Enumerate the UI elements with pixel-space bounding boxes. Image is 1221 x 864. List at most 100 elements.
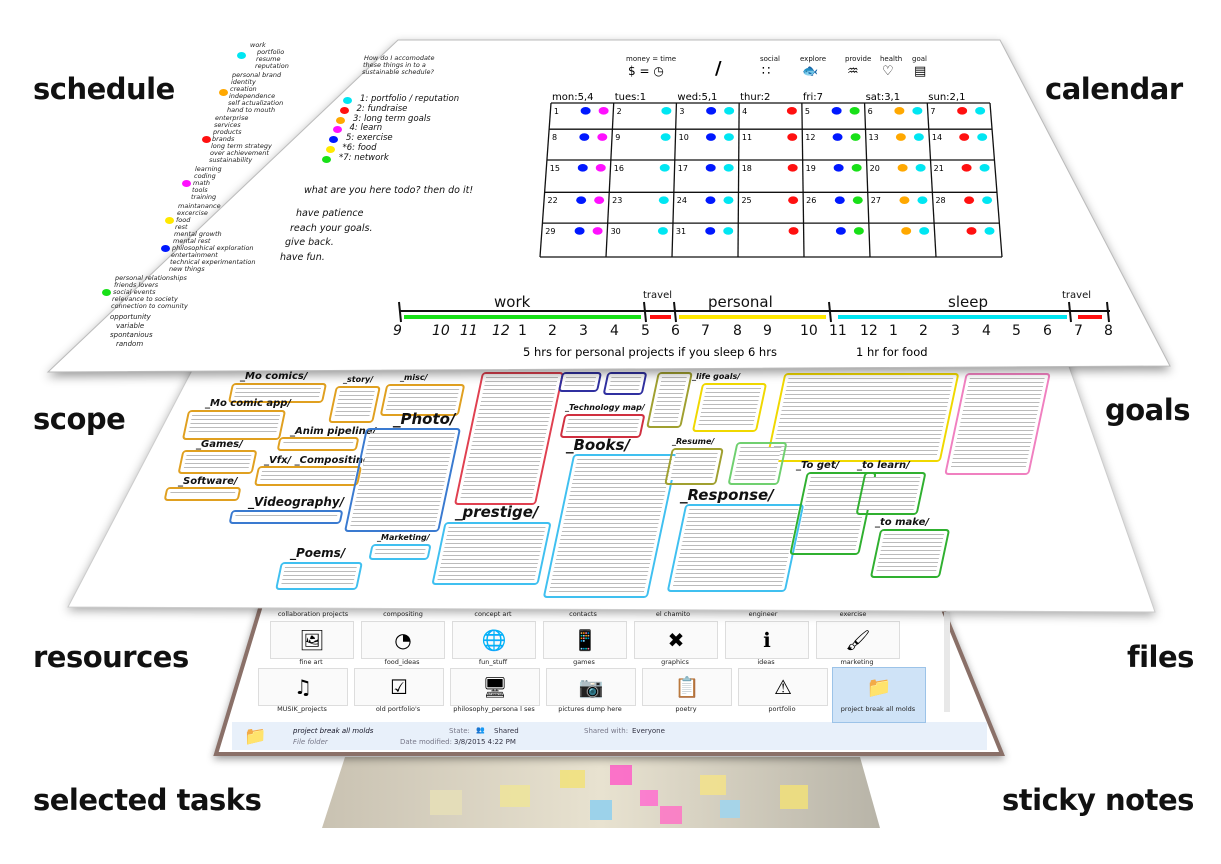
calendar-priority-dot	[961, 164, 972, 172]
folder-label[interactable]: pictures dump here	[558, 705, 622, 713]
folder-label[interactable]: MUSIK_projects	[277, 705, 327, 713]
folder-label[interactable]: fun_stuff	[478, 658, 508, 666]
folder-label[interactable]: fine art	[299, 658, 323, 666]
folder-ideas[interactable]: ℹ	[725, 621, 809, 659]
folder-label[interactable]: ideas	[757, 658, 775, 666]
status-date: 3/8/2015 4:22 PM	[454, 738, 516, 746]
folder-philosophy-persona-l-ses[interactable]: 🖥	[450, 668, 540, 706]
folder-fine-art[interactable]: 🖼	[270, 621, 354, 659]
calendar-priority-dot	[957, 107, 968, 115]
folder-label[interactable]: old portfolio's	[375, 705, 421, 713]
timeline-hour: 7	[1074, 323, 1083, 339]
calendar-priority-dot	[899, 196, 910, 204]
folder-label[interactable]: marketing	[840, 658, 874, 666]
calendar-col-line	[801, 102, 805, 258]
priority-item: tools	[192, 186, 208, 194]
calendar-priority-dot	[660, 133, 671, 141]
legend-dot	[339, 106, 349, 114]
priority-item: coding	[194, 172, 216, 180]
calendar-priority-dot	[979, 164, 990, 172]
category-label: explore	[800, 55, 827, 63]
folder-label[interactable]: compositing	[383, 610, 423, 618]
folder-label[interactable]: concept art	[474, 610, 512, 618]
box-title: _Mo comic app/	[205, 398, 292, 409]
legend-dot	[336, 116, 345, 124]
folder-label[interactable]: collaboration projects	[277, 610, 349, 618]
priority-item: excercise	[177, 209, 208, 217]
calendar-day-number: 14	[932, 133, 942, 142]
timeline-hour: 9	[393, 323, 402, 339]
folder-label[interactable]: el chamito	[655, 610, 691, 618]
folder-games[interactable]: 📱	[543, 621, 627, 659]
priority-dot	[182, 179, 191, 187]
priority-item: sustainability	[209, 156, 253, 164]
calendar-day-number: 15	[550, 164, 560, 173]
folder-old-portfolio-s[interactable]: ☑	[354, 668, 444, 706]
calendar-priority-dot	[852, 196, 863, 204]
folder-label[interactable]: poetry	[675, 705, 697, 713]
calendar-day-number: 29	[545, 227, 555, 236]
priority-item: philosophical exploration	[172, 244, 254, 252]
folder-project-break-all-molds[interactable]: 📁	[866, 675, 892, 699]
box-title: _Mo comics/	[240, 371, 308, 382]
calendar-day-number: 18	[742, 164, 752, 173]
folder-label[interactable]: project break all molds	[840, 705, 916, 713]
calendar-priority-dot	[659, 164, 670, 172]
folder-pictures-dump-here[interactable]: 📷	[546, 668, 636, 706]
timeline-tick	[398, 301, 402, 323]
calendar-day-number: 8	[552, 133, 557, 142]
folder-label[interactable]: portfolio	[768, 705, 796, 713]
folder-marketing[interactable]: 🖌	[816, 621, 900, 659]
calendar-priority-dot	[959, 133, 970, 141]
folder-label[interactable]: graphics	[661, 658, 689, 666]
label-files: files	[1127, 640, 1194, 674]
timeline-hour: 1	[518, 323, 527, 339]
legend-label: 5: exercise	[346, 133, 393, 144]
calendar-day-number: 16	[614, 164, 624, 173]
priority-item: learning	[195, 165, 222, 173]
folder-poetry[interactable]: 📋	[642, 668, 732, 706]
calendar-day-number: 12	[805, 133, 815, 142]
folder-label[interactable]: games	[573, 658, 595, 666]
box-title: _To get/	[796, 460, 840, 471]
folder-label[interactable]: food_ideas	[384, 658, 420, 666]
timeline-hour: 5	[641, 323, 650, 339]
timeline-bar-travel	[650, 315, 671, 319]
box-title: _story/	[343, 375, 374, 384]
timeline-hour: 3	[951, 323, 960, 339]
folder-label[interactable]: engineer	[748, 610, 778, 618]
calendar-priority-dot	[851, 164, 862, 172]
calendar-priority-dot	[788, 227, 799, 235]
question-line: these things in to a	[363, 61, 426, 69]
folder-musik-projects[interactable]: ♫	[258, 668, 348, 706]
goal-icon: ▤	[914, 64, 927, 79]
calendar-day-number: 9	[615, 133, 620, 142]
folder-fun-stuff[interactable]: 🌐	[452, 621, 536, 659]
calendar-col-line	[539, 102, 552, 258]
box-title: _prestige/	[455, 503, 539, 521]
timeline-label-work: work	[494, 293, 531, 311]
calendar-lines	[539, 102, 1003, 258]
folder-label[interactable]: contacts	[569, 610, 597, 618]
calendar-day-number: 19	[806, 164, 816, 173]
calendar-day-number: 22	[547, 196, 557, 205]
calendar-priority-dot	[835, 227, 846, 235]
timeline-tick	[1106, 301, 1110, 323]
folder-food-ideas[interactable]: ◔	[361, 621, 445, 659]
calendar-day-number: 27	[871, 196, 881, 205]
label-schedule: schedule	[33, 72, 175, 106]
priority-item: technical experimentation	[170, 258, 256, 266]
calendar-day-number: 2	[617, 107, 622, 116]
folder-label[interactable]: exercise	[839, 610, 867, 618]
calendar-day-number: 31	[676, 227, 686, 236]
opportunity-item: random	[116, 340, 144, 348]
file-scrollbar[interactable]	[944, 612, 950, 712]
folder-graphics[interactable]: ✖	[634, 621, 718, 659]
label-sticky-notes: sticky notes	[1002, 783, 1194, 817]
timeline-hour: 12	[860, 323, 878, 339]
calendar-col-line	[737, 102, 740, 258]
calendar-priority-dot	[849, 107, 860, 115]
box-title: _Vfx/ _Compositing/	[264, 455, 374, 466]
folder-portfolio[interactable]: ⚠	[738, 668, 828, 706]
folder-label[interactable]: philosophy_persona l ses	[453, 705, 535, 713]
